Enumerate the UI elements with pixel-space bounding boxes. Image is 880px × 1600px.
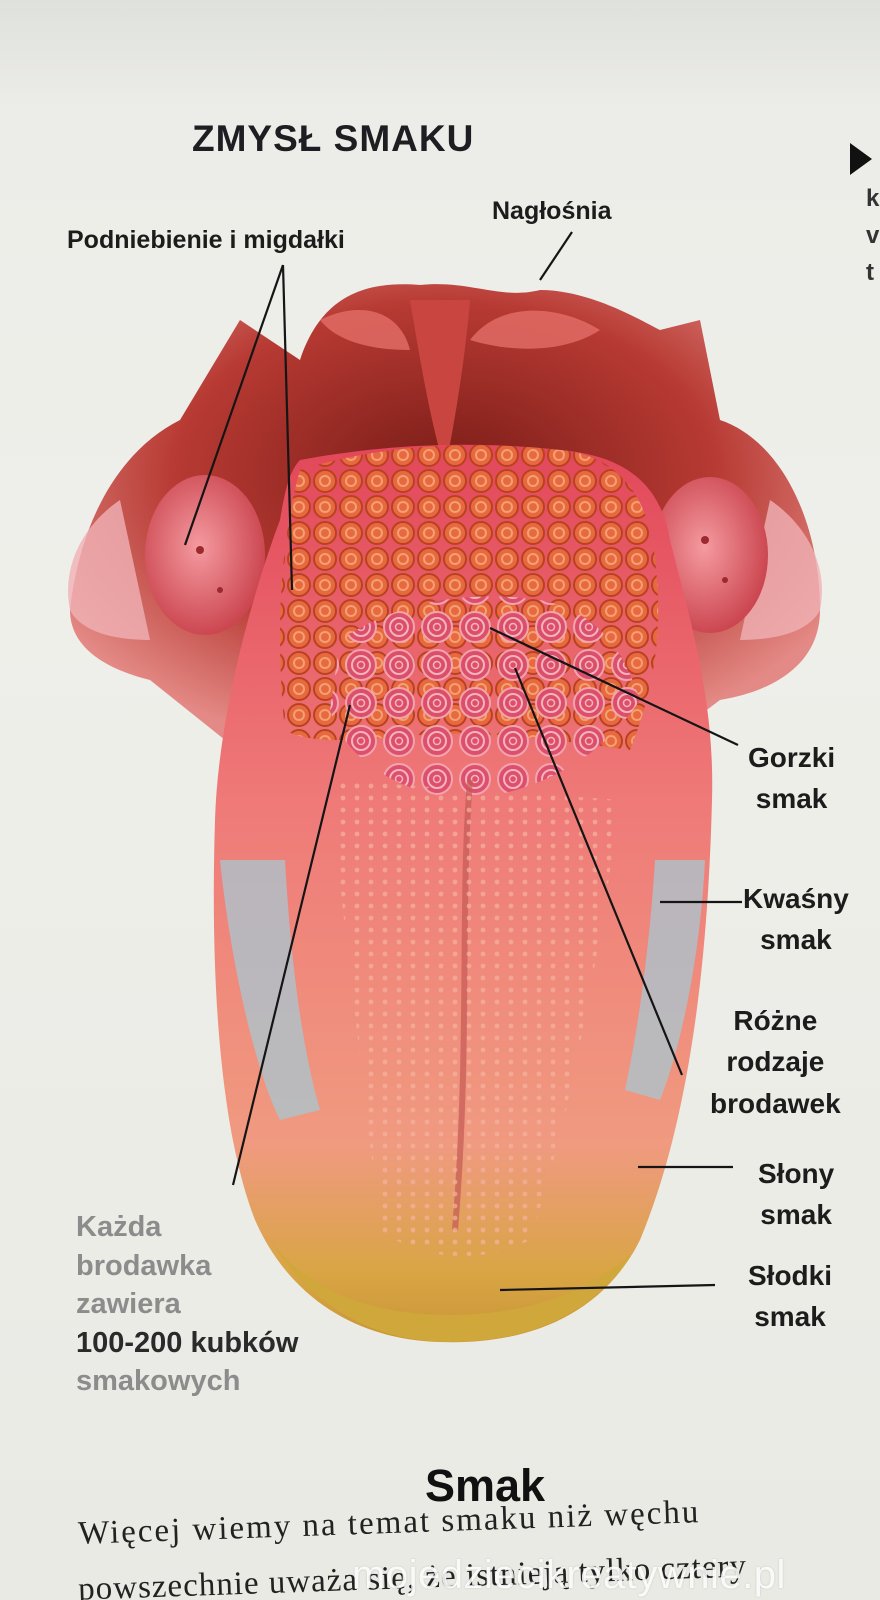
note-line: 100-200 kubków	[76, 1326, 299, 1359]
note-line: smakowych	[76, 1365, 241, 1398]
note-line: Każda	[76, 1211, 162, 1243]
label-epiglottis: Nagłośnia	[492, 197, 612, 225]
note-line: zawiera	[76, 1288, 181, 1321]
label-papillae-types: Różne rodzaje brodawek	[710, 1000, 841, 1124]
label-line: smak	[760, 1199, 832, 1231]
papilla-note: Każda brodawka zawiera 100-200 kubków sm…	[76, 1208, 396, 1401]
label-bitter-taste: Gorzki smak	[748, 737, 835, 820]
label-line: smak	[754, 1301, 826, 1333]
label-sweet-taste: Słodki smak	[748, 1255, 832, 1338]
label-palate-tonsils: Podniebienie i migdałki	[67, 226, 345, 254]
label-sour-taste: Kwaśny smak	[743, 878, 849, 961]
label-line: Różne	[733, 1005, 818, 1036]
left-tonsil	[145, 475, 265, 635]
cut-off-text: k v t	[866, 180, 879, 292]
page-title: ZMYSŁ SMAKU	[192, 118, 475, 159]
pointer-lines	[183, 231, 742, 1292]
label-line: smak	[755, 783, 828, 815]
note-line: brodawka	[76, 1249, 212, 1282]
label-line: Słodki	[748, 1260, 833, 1291]
label-line: smak	[760, 924, 832, 956]
label-line: brodawek	[710, 1087, 841, 1119]
cut-off-line: v	[866, 222, 880, 250]
label-salty-taste: Słony smak	[758, 1153, 834, 1236]
label-line: rodzaje	[726, 1046, 825, 1078]
section-heading: Smak	[425, 1460, 546, 1511]
label-line: Gorzki	[748, 742, 836, 773]
arrow-marker-icon	[850, 143, 872, 175]
label-line: Słony	[758, 1158, 835, 1189]
cut-off-line: t	[866, 259, 874, 287]
cut-off-line: k	[866, 185, 880, 212]
uvula	[410, 300, 470, 470]
circumvallate-papillae	[330, 596, 640, 800]
label-line: Kwaśny	[743, 883, 849, 914]
watermark: mojedziecikreatywnie.pl	[352, 1553, 786, 1597]
